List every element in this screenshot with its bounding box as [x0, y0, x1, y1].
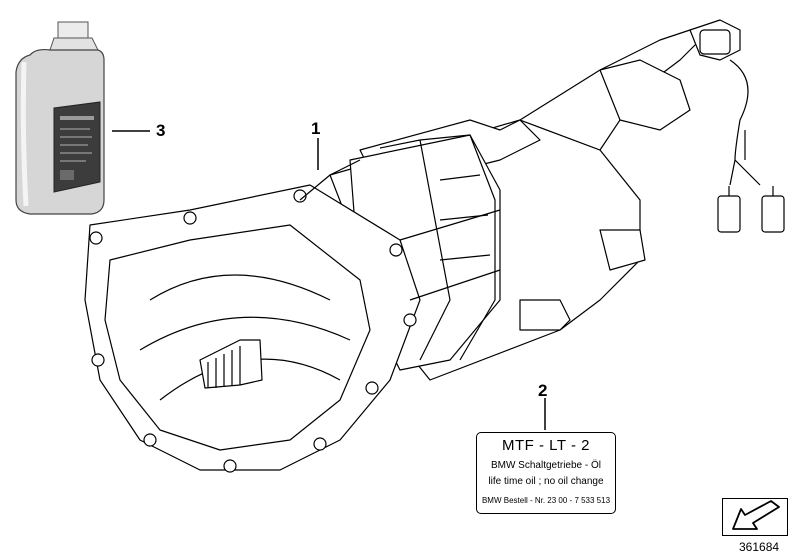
callout-3: 3	[156, 121, 166, 140]
oil-label-order-number: BMW Bestell - Nr. 23 00 - 7 533 513	[481, 496, 611, 505]
oil-label-description: BMW Schaltgetriebe - Öl	[490, 460, 602, 471]
oil-label-spec: MTF - LT - 2	[502, 437, 590, 454]
leader-lines	[112, 130, 546, 430]
diagram-number: 361684	[739, 540, 780, 554]
oil-label-lifetime-note: life time oil ; no oil change	[488, 476, 604, 487]
callout-2: 2	[538, 381, 548, 400]
arrow-down-left-icon	[732, 500, 780, 530]
callout-1: 1	[311, 119, 321, 138]
manual-transmission-illustration	[84, 19, 785, 473]
oil-label-sticker: MTF - LT - 2 BMW Schaltgetriebe - Öl lif…	[476, 432, 616, 514]
oil-bottle-illustration	[15, 21, 105, 215]
nav-arrow-button[interactable]	[722, 498, 788, 536]
